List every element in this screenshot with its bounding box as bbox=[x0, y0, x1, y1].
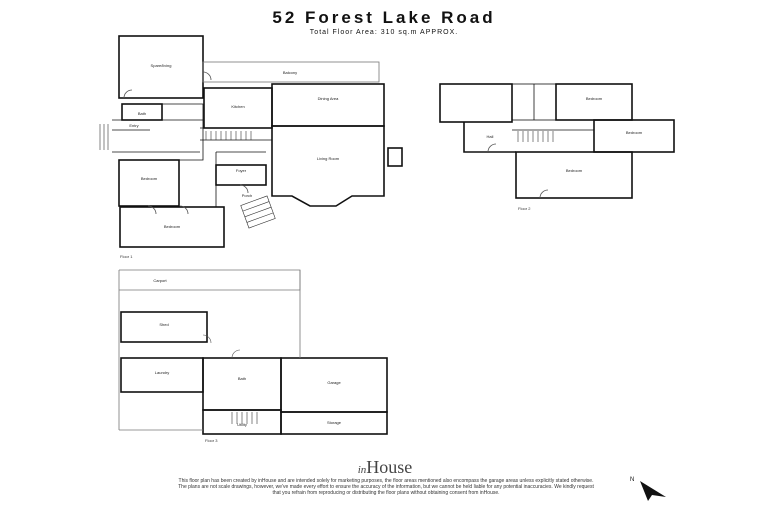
label-foyer: Foyer bbox=[236, 168, 247, 173]
brand-logo: inHouse bbox=[320, 457, 450, 478]
bedroom-1 bbox=[118, 159, 180, 207]
upper-bedroom-2 bbox=[593, 119, 675, 153]
label-laundry: Laundry bbox=[155, 370, 169, 375]
label-upper-bedroom-1: Bedroom bbox=[586, 96, 603, 101]
label-carport: Carport bbox=[153, 278, 167, 283]
plan-title: 52 Forest Lake Road bbox=[272, 8, 496, 27]
label-utility: Utility bbox=[237, 422, 247, 427]
disclaimer-text: This floor plan has been created by inHo… bbox=[178, 478, 594, 496]
label-bedroom-1: Bedroom bbox=[141, 176, 158, 181]
label-dining: Dining Area bbox=[318, 96, 339, 101]
label-upper-hall: Hall bbox=[487, 134, 494, 139]
label-entry: Entry bbox=[129, 123, 138, 128]
upper-bedroom-1 bbox=[555, 83, 633, 121]
floor-2-label: Floor 2 bbox=[518, 206, 531, 211]
garage bbox=[280, 357, 388, 413]
label-upper-master: Bedroom bbox=[566, 168, 583, 173]
dining-area bbox=[271, 83, 385, 127]
laundry bbox=[120, 357, 204, 393]
carport bbox=[119, 269, 301, 291]
north-arrow-icon bbox=[640, 481, 666, 501]
label-living: Living Room bbox=[317, 156, 340, 161]
living-room bbox=[271, 125, 385, 207]
bedroom-2 bbox=[119, 206, 225, 248]
north-arrow: N bbox=[630, 473, 670, 508]
lower-bath bbox=[202, 357, 282, 411]
floor-3-label: Floor 3 bbox=[205, 438, 218, 443]
label-bath-2: Bath bbox=[238, 376, 246, 381]
label-bath-1: Bath bbox=[138, 111, 146, 116]
total-floor-area: Total Floor Area: 310 sq.m APPROX. bbox=[309, 29, 459, 36]
label-kitchen: Kitchen bbox=[231, 104, 244, 109]
upper-master bbox=[515, 151, 633, 199]
label-porch: Porch bbox=[242, 193, 252, 198]
label-bedroom-2: Bedroom bbox=[164, 224, 181, 229]
shed bbox=[120, 311, 208, 343]
brand-name: House bbox=[366, 457, 413, 477]
label-upper-bedroom-2: Bedroom bbox=[626, 130, 643, 135]
label-storage: Storage bbox=[327, 420, 342, 425]
fireplace bbox=[387, 147, 403, 167]
utility bbox=[202, 409, 282, 435]
north-letter: N bbox=[630, 477, 634, 483]
upper-room-a bbox=[439, 83, 513, 123]
label-shed: Shed bbox=[159, 322, 168, 327]
label-spare: Spare/living bbox=[151, 63, 172, 68]
label-garage: Garage bbox=[327, 380, 341, 385]
brand-prefix: in bbox=[357, 464, 367, 476]
floor-1-label: Floor 1 bbox=[120, 254, 133, 259]
label-balcony: Balcony bbox=[283, 70, 297, 75]
